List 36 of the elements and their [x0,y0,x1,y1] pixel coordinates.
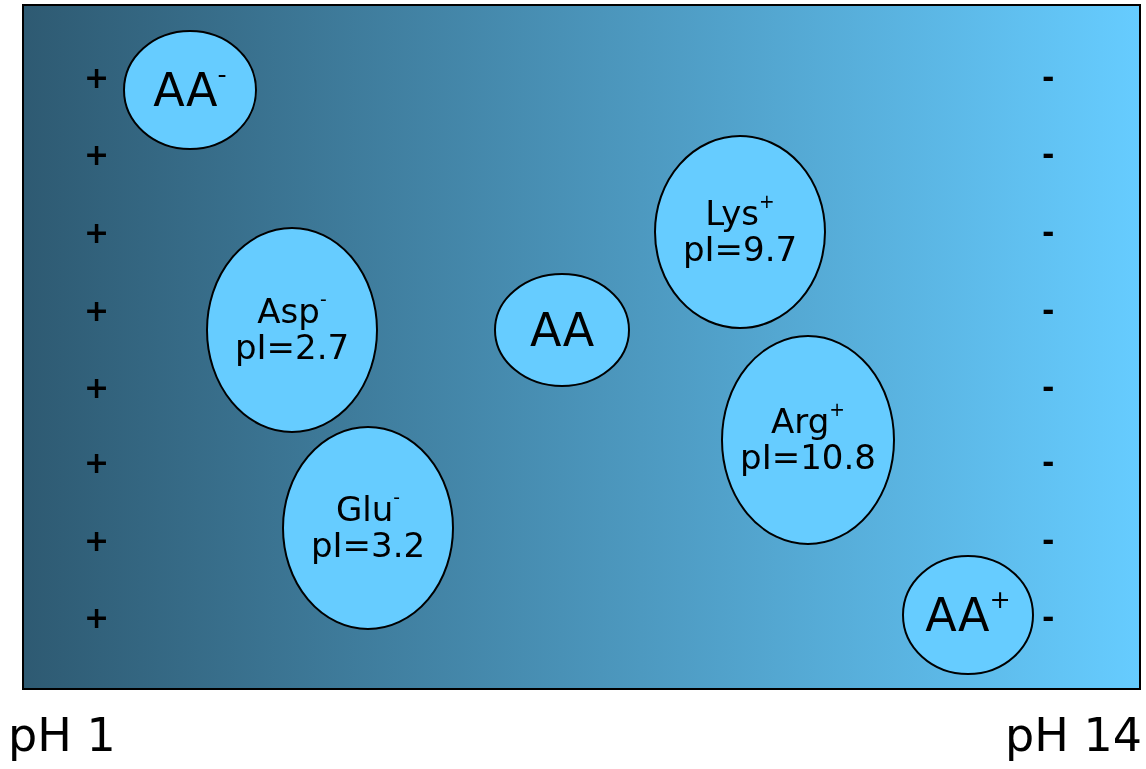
pi-value: pI=9.7 [682,232,798,268]
plus-sign: + [84,293,110,328]
amino-acid-label: Glu$^{-}$ [335,492,401,528]
minus-sign: - [1042,523,1055,558]
amino-acid-label: Asp$^{-}$ [257,294,327,330]
ellipse-node [282,426,454,630]
ellipse-node [206,227,378,433]
amino-acid-label: AA [529,305,595,355]
minus-sign: - [1042,600,1055,635]
plus-sign: + [84,215,110,250]
amino-acid-label: AA$^{-}$ [153,65,227,115]
minus-sign: - [1042,370,1055,405]
plus-sign: + [84,523,110,558]
ellipse-node [902,555,1034,675]
minus-sign: - [1042,215,1055,250]
plus-sign: + [84,445,110,480]
amino-acid-label: AA$^{+}$ [925,590,1011,640]
pi-value: pI=3.2 [310,528,426,564]
ellipse-node [654,135,826,329]
ellipse-node [123,30,257,150]
pi-value: pI=10.8 [740,440,876,476]
plus-sign: + [84,370,110,405]
minus-sign: - [1042,137,1055,172]
ph-label: pH 14 [1005,708,1142,762]
minus-sign: - [1042,293,1055,328]
amino-acid-label: Arg$^{+}$ [771,404,845,440]
ellipse-node [494,273,630,387]
plus-sign: + [84,60,110,95]
pi-value: pI=2.7 [234,330,350,366]
plus-sign: + [84,137,110,172]
ph-label: pH 1 [8,708,116,762]
minus-sign: - [1042,60,1055,95]
amino-acid-label: Lys$^{+}$ [705,196,775,232]
plus-sign: + [84,600,110,635]
ellipse-node [721,335,895,545]
minus-sign: - [1042,445,1055,480]
